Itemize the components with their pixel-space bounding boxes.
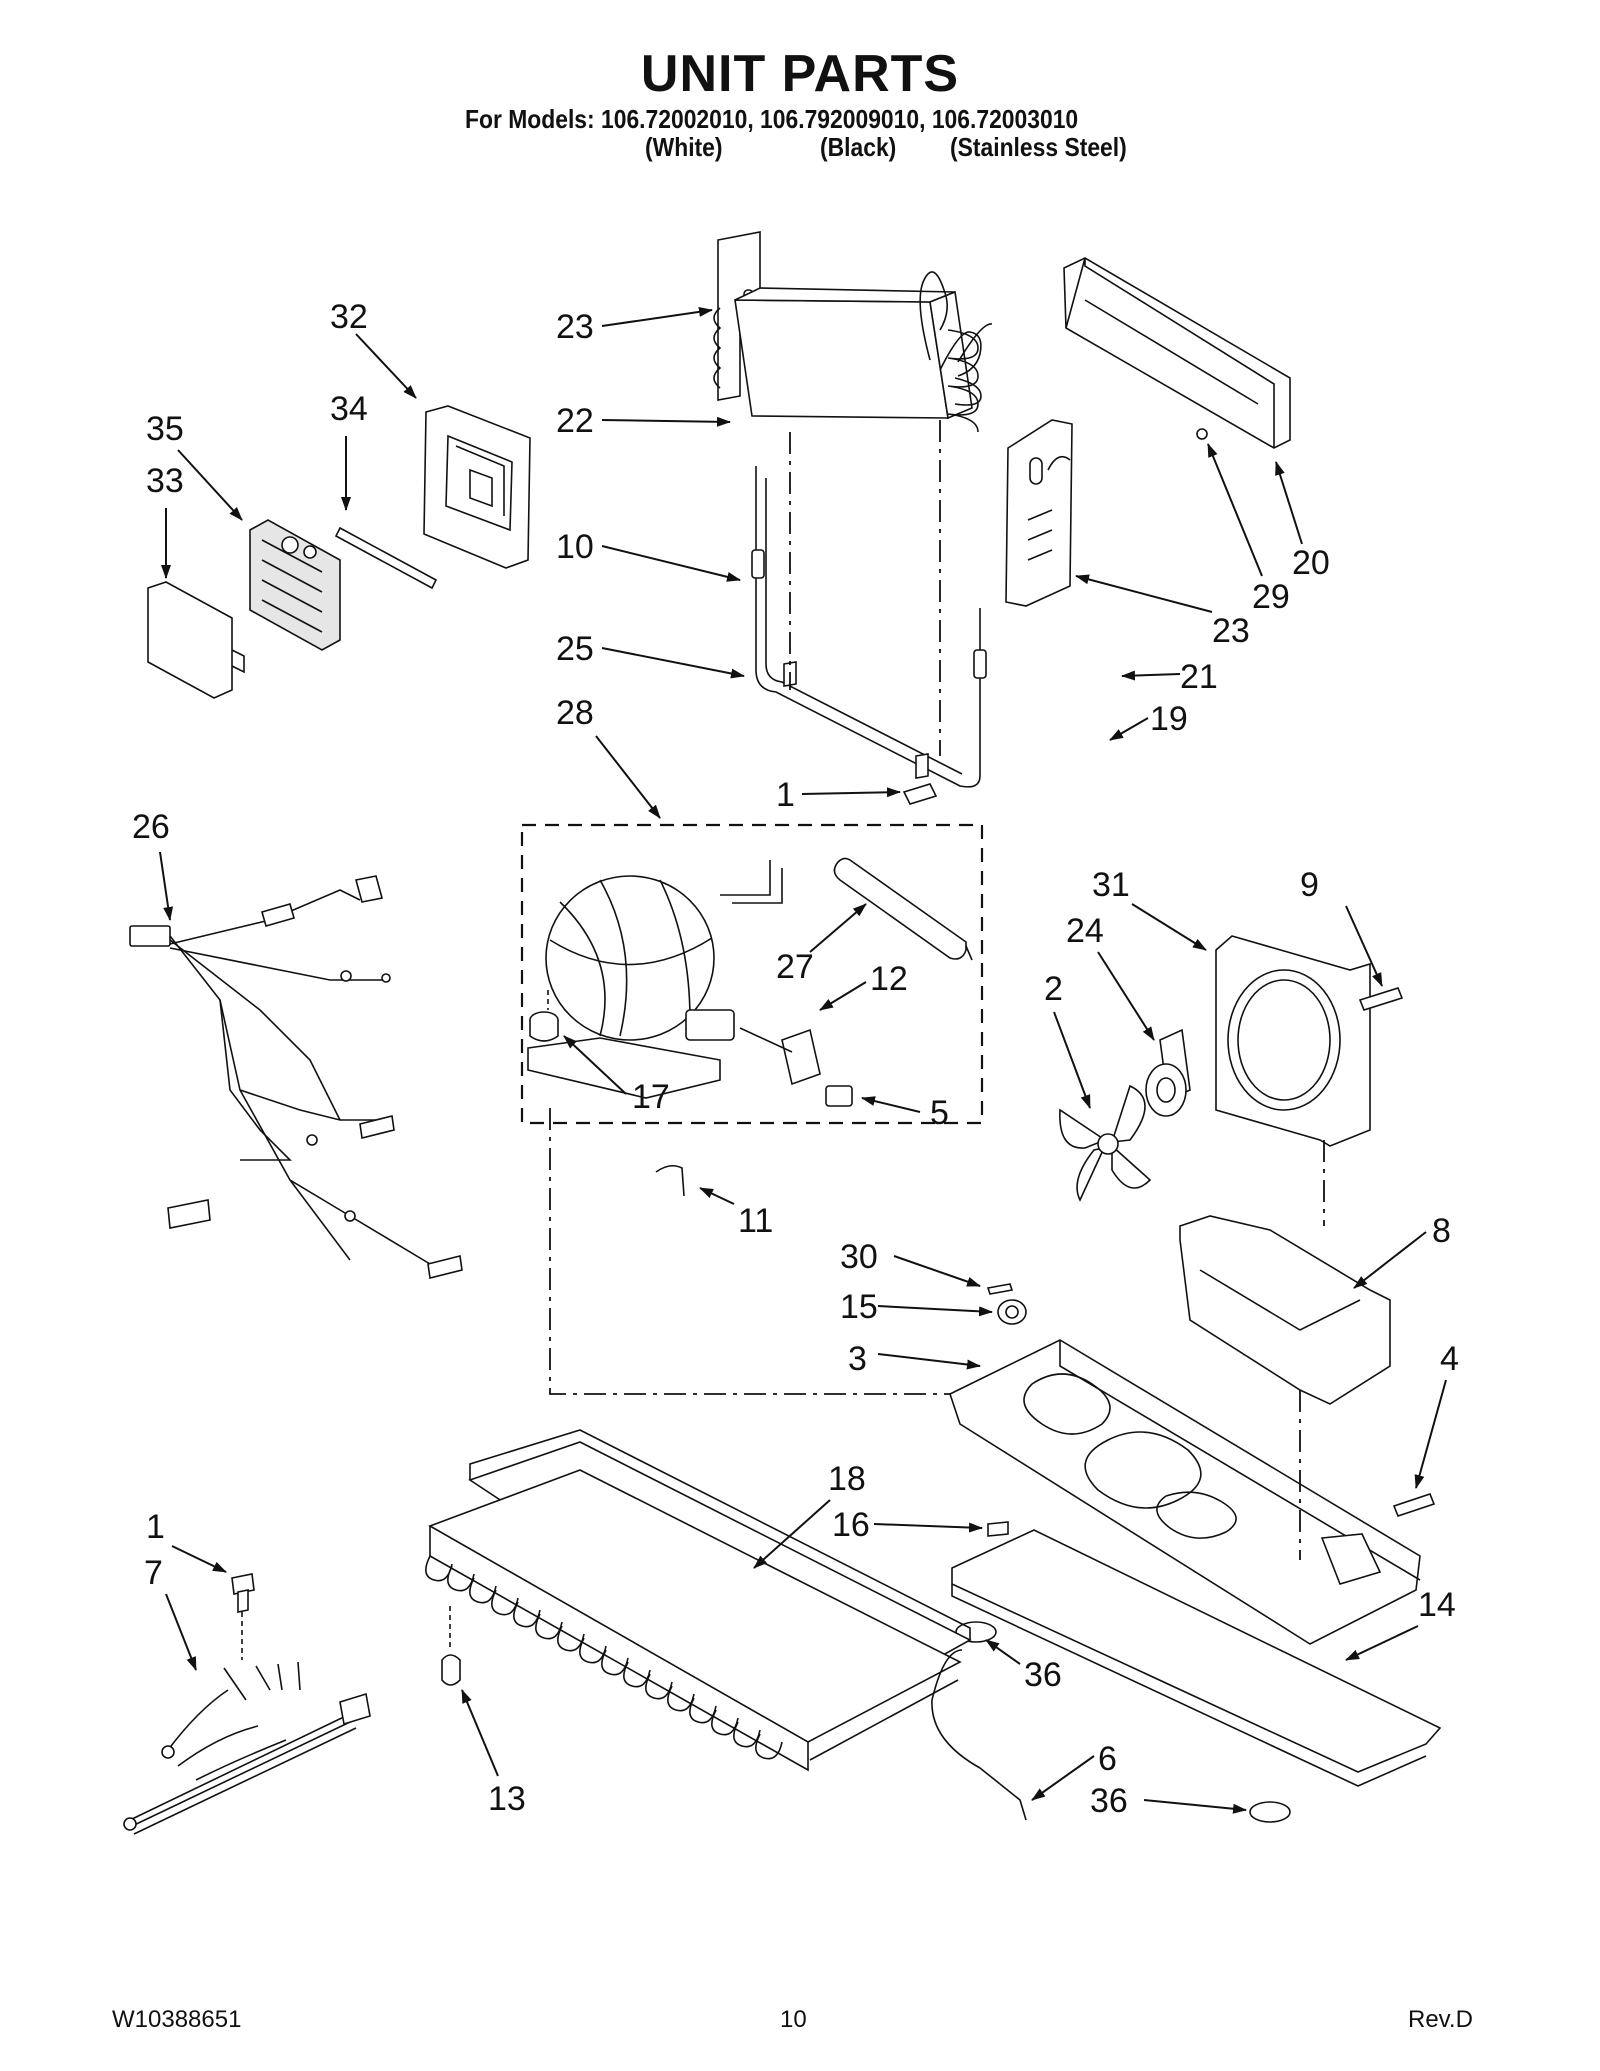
callout-19: 19 — [1150, 700, 1188, 738]
callout-32: 32 — [330, 298, 368, 336]
variant-white: (White) — [645, 132, 723, 162]
compressor — [527, 860, 783, 1099]
callout-2: 2 — [1044, 970, 1063, 1008]
models-line: For Models: 106.72002010, 106.792009010,… — [465, 104, 1079, 134]
callout-23-right: 23 — [1212, 612, 1250, 650]
callout-26: 26 — [132, 808, 170, 846]
compressor-group-box — [520, 823, 984, 1125]
base-grommet-30 — [986, 1283, 1014, 1295]
compressor-bolt — [902, 783, 938, 805]
fan-blade — [1059, 1084, 1152, 1202]
evaporator — [713, 271, 993, 433]
callout-25: 25 — [556, 630, 594, 668]
variant-stainless: (Stainless Steel) — [950, 132, 1127, 162]
screw-1-bottom — [231, 1573, 255, 1613]
callout-16: 16 — [832, 1506, 870, 1544]
callout-33: 33 — [146, 462, 184, 500]
variant-black: (Black) — [820, 132, 897, 162]
fan-motor — [1145, 1028, 1191, 1117]
evaporator-bracket-right — [1005, 419, 1073, 607]
callout-15: 15 — [840, 1288, 878, 1326]
callout-22: 22 — [556, 402, 594, 440]
base-screw-4 — [1392, 1493, 1436, 1517]
condenser-coils — [425, 1555, 783, 1760]
screw-16 — [987, 1521, 1009, 1537]
callout-12: 12 — [870, 960, 908, 998]
callout-29: 29 — [1252, 578, 1290, 616]
drain-pan — [951, 1529, 1442, 1787]
condenser-bracket — [1179, 1215, 1391, 1405]
overload — [825, 1085, 853, 1107]
callout-23-top: 23 — [556, 308, 594, 346]
page-number: 10 — [780, 2006, 807, 2033]
callout-labels: 23 22 10 25 28 32 34 35 33 20 29 23 21 1… — [132, 298, 1459, 1820]
valve-15 — [997, 1299, 1027, 1325]
tubing-clip — [655, 1164, 685, 1197]
callout-17: 17 — [632, 1078, 670, 1116]
callout-24: 24 — [1066, 912, 1104, 950]
control-cover — [147, 581, 245, 699]
callout-20: 20 — [1292, 544, 1330, 582]
document-number: W10388651 — [112, 2006, 242, 2033]
callout-13: 13 — [488, 1780, 526, 1818]
callout-34: 34 — [330, 390, 368, 428]
callout-5: 5 — [930, 1094, 949, 1132]
callout-11: 11 — [738, 1202, 773, 1240]
callout-7: 7 — [144, 1554, 163, 1592]
callout-10: 10 — [556, 528, 594, 566]
callout-1-top: 1 — [776, 776, 795, 814]
callout-9: 9 — [1300, 866, 1319, 904]
fan-shroud — [1215, 935, 1371, 1147]
control-board — [249, 519, 341, 651]
wiring-harness — [129, 875, 463, 1279]
condenser-clip — [441, 1654, 461, 1686]
callout-18: 18 — [828, 1460, 866, 1498]
drier — [833, 857, 973, 961]
relay — [739, 1027, 821, 1086]
callout-36-top: 36 — [1024, 1656, 1062, 1694]
base-plate — [949, 1339, 1421, 1645]
revision: Rev.D — [1408, 2006, 1473, 2033]
callout-30: 30 — [840, 1238, 878, 1276]
callout-3: 3 — [848, 1340, 867, 1378]
control-strip — [334, 526, 438, 590]
compressor-harness — [123, 1661, 371, 1835]
condenser — [428, 1429, 972, 1772]
callout-21: 21 — [1180, 658, 1218, 696]
grommet — [529, 1011, 559, 1042]
callout-28: 28 — [556, 694, 594, 732]
callout-4: 4 — [1440, 1340, 1459, 1378]
page-title: UNIT PARTS — [640, 45, 960, 103]
callout-27: 27 — [776, 948, 814, 986]
callout-8: 8 — [1432, 1212, 1451, 1250]
callout-31: 31 — [1092, 866, 1130, 904]
leader-arrows — [159, 306, 1447, 1814]
pan-clip-36b — [1249, 1801, 1291, 1823]
drain-tube — [931, 1649, 1027, 1821]
evaporator-cover — [1063, 257, 1291, 449]
control-bracket — [423, 405, 531, 569]
callout-6: 6 — [1098, 1740, 1117, 1778]
defrost-heater — [751, 466, 987, 788]
callout-1-bottom: 1 — [146, 1508, 165, 1546]
callout-14: 14 — [1418, 1586, 1456, 1624]
callout-36-bottom: 36 — [1090, 1782, 1128, 1820]
shroud-screw — [1358, 987, 1404, 1011]
callout-35: 35 — [146, 410, 184, 448]
